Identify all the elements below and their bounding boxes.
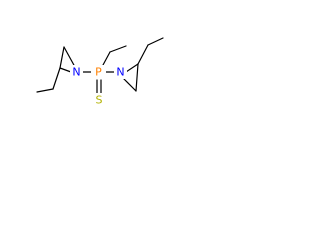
bond-right-ch2-ch (135, 63, 139, 92)
bond-right-ch-ethyl (137, 44, 149, 65)
atom-label-phosphorus: P (95, 66, 102, 79)
bond-p-ethyl-ch2 (102, 51, 111, 66)
atom-nitrogen-left: N (70, 65, 83, 79)
molecule-structure: P S N N (36, 37, 164, 107)
atom-label-nitrogen-left: N (72, 66, 80, 79)
atom-label-nitrogen-right: N (116, 66, 124, 79)
atom-label-sulfur: S (96, 94, 103, 107)
atoms: P S N N (70, 65, 127, 107)
bond-left-ethyl-ch3 (36, 88, 54, 93)
bond-left-ch-ethyl (52, 67, 61, 90)
atom-nitrogen-right: N (114, 65, 127, 79)
bond-left-n-ch2 (63, 46, 76, 68)
bond-ethyl-ch2-ch3 (109, 45, 127, 53)
bond-right-ch-n (125, 63, 139, 73)
bonds (36, 37, 164, 94)
bond-right-ethyl-ch3 (147, 37, 164, 46)
bond-right-n-ch2 (121, 76, 137, 92)
atom-sulfur: S (92, 93, 106, 107)
bond-left-ch2-ch (59, 46, 65, 69)
atom-phosphorus: P (91, 65, 106, 79)
bond-left-ch-n (59, 67, 72, 73)
